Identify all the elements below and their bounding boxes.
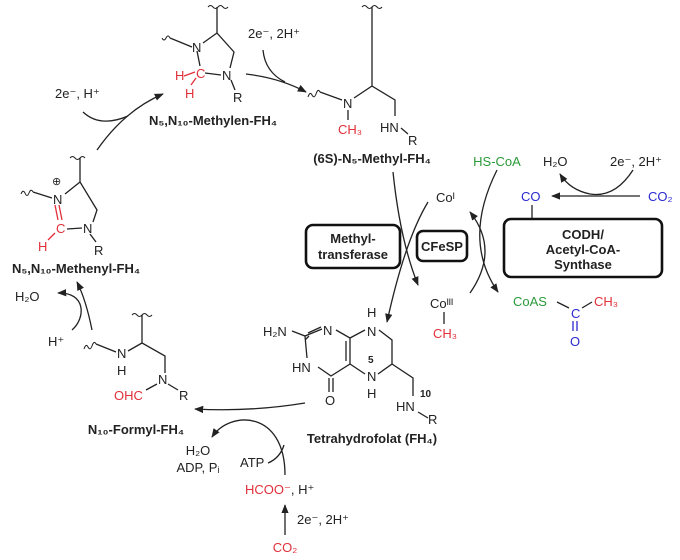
arrow-cosubstrate (262, 49, 286, 83)
atom-r: R (428, 412, 437, 427)
atom-h2n: H₂N (263, 324, 287, 339)
arrow-fh4-to-formyl (194, 402, 306, 414)
wavy-bond (161, 35, 171, 41)
atom-ch3: CH₃ (338, 122, 362, 137)
arrow-water-release (57, 289, 82, 331)
atom-c: C (56, 221, 65, 236)
arrow-formyl-to-methenyl (76, 281, 93, 331)
atom-n: N (222, 68, 231, 83)
cobalt-iii: Coᴵᴵᴵ (430, 296, 453, 311)
enzyme-label: transferase (318, 247, 388, 262)
atom-h: H (38, 239, 47, 254)
atom-o: O (325, 393, 335, 408)
methyl-fh4-structure: N CH₃ HN R (6S)-N₅-Methyl-FH₄ (307, 5, 431, 166)
enzyme-label: Acetyl-CoA- (546, 242, 620, 257)
enzyme-codh-acs: CODH/ Acetyl-CoA- Synthase (502, 217, 664, 279)
reagent-atp: ATP (240, 455, 264, 470)
atom-n: N (158, 372, 167, 387)
atom-r: R (233, 90, 242, 105)
wavy-bond (307, 89, 321, 98)
arrow-atp (267, 444, 285, 464)
arrow-methyl-to-coiii (392, 171, 419, 286)
acetyl-carbon: C (571, 306, 580, 321)
arrow-cosubstrate (559, 169, 634, 196)
product-adp-pi: ADP, Pᵢ (177, 460, 220, 475)
atom-h: H (175, 68, 184, 83)
label-methenyl-fh4: N₅,N₁₀-Methenyl-FH₄ (12, 261, 140, 276)
product-h2o: H₂O (543, 154, 568, 169)
co2-bottom: CO₂ (273, 540, 298, 555)
atom-r: R (94, 243, 103, 258)
atom-h: H (367, 305, 376, 320)
formyl-fh4-structure: N H N OHC R N₁₀-Formyl-FH₄ (83, 313, 188, 437)
atom-n: N (343, 96, 352, 111)
arrow-coiii-to-coi (469, 211, 486, 294)
formyl-group: OHC (114, 388, 143, 403)
atom-n: N (53, 192, 62, 207)
reagent-2e-h: 2e⁻, H⁺ (55, 86, 100, 101)
atom-r: R (408, 133, 417, 148)
arrow-hscoa-to-acetylcoa (479, 169, 499, 293)
position-5-label: 5 (368, 355, 374, 366)
reagent-h: H⁺ (48, 334, 64, 349)
arrow-coi-to-fh4 (385, 201, 429, 323)
positive-charge: ⊕ (52, 176, 61, 188)
atom-h: H (117, 363, 126, 378)
cobalt-i: Coᴵ (436, 190, 455, 205)
acetyl-oxygen: O (570, 334, 580, 349)
acetyl-coa-branch: HS-CoA H₂O 2e⁻, 2H⁺ CO CO₂ Coᴵ Coᴵᴵᴵ CH₃… (385, 154, 673, 349)
atom-hn: HN (292, 360, 311, 375)
enzyme-label: CFeSP (421, 239, 463, 254)
atom-n: N (323, 323, 332, 338)
atom-n: N (367, 369, 376, 384)
arrow-methylen-to-methyl (245, 73, 307, 93)
atom-hn: HN (380, 120, 399, 135)
enzyme-label: Methyl- (330, 231, 376, 246)
enzyme-methyltransferase: Methyl- transferase (304, 223, 402, 270)
acetyl-coas: CoAS (513, 294, 547, 309)
atom-h: H (367, 386, 376, 401)
atom-h: H (185, 86, 194, 101)
atom-n: N (117, 346, 126, 361)
co2-right: CO₂ (648, 189, 673, 204)
reagent-h2o: H₂O (15, 289, 40, 304)
label-formyl-fh4: N₁₀-Formyl-FH₄ (88, 422, 184, 437)
reagent-2e-2h: 2e⁻, 2H⁺ (248, 26, 300, 41)
methylen-fh4-structure: N C H H N R N₅,N₁₀-Methylen-FH₄ (149, 5, 277, 128)
hs-coa: HS-CoA (473, 154, 521, 169)
wavy-bond (69, 156, 86, 160)
wavy-bond (207, 5, 229, 9)
formate-line: HCOO⁻, H⁺ (245, 482, 314, 497)
product-h2o: H₂O (186, 443, 211, 458)
label-tetrahydrofolate: Tetrahydrofolat (FH₄) (307, 431, 437, 446)
enzyme-label: Synthase (554, 257, 612, 272)
arrow-formate-activation (211, 419, 286, 476)
cobalt-methyl: CH₃ (433, 326, 457, 341)
enzyme-cfesp: CFeSP (415, 229, 469, 263)
atom-n: N (192, 40, 201, 55)
atom-n: N (83, 221, 92, 236)
wavy-bond (20, 189, 34, 196)
atom-n: N (367, 324, 376, 339)
tetrahydrofolate-structure: H₂N N H N HN 5 N H O HN 10 R Tetrahydrof… (263, 305, 437, 446)
atom-c: C (196, 66, 205, 81)
methenyl-fh4-structure: N ⊕ C H N R N₅,N₁₀-Methenyl-FH₄ (12, 156, 140, 276)
formate-proton: , H⁺ (291, 482, 314, 497)
label-methyl-fh4: (6S)-N₅-Methyl-FH₄ (313, 151, 431, 166)
label-methylen-fh4: N₅,N₁₀-Methylen-FH₄ (149, 113, 277, 128)
wavy-bond (83, 341, 97, 350)
carbon-monoxide: CO (521, 189, 541, 204)
position-10-label: 10 (420, 389, 432, 400)
arrow-cosubstrate (82, 111, 129, 122)
reagent-2e-2h: 2e⁻, 2H⁺ (610, 154, 662, 169)
atom-r: R (179, 388, 188, 403)
enzyme-label: CODH/ (562, 227, 604, 242)
folate-cycle-arrows: 2e⁻, H⁺ 2e⁻, 2H⁺ H₂O H⁺ ATP H₂O ADP, Pᵢ … (15, 26, 349, 555)
atom-hn: HN (396, 399, 415, 414)
acetyl-ch3: CH₃ (594, 294, 618, 309)
formate: HCOO⁻ (245, 482, 291, 497)
reagent-2e-2h: 2e⁻, 2H⁺ (297, 512, 349, 527)
